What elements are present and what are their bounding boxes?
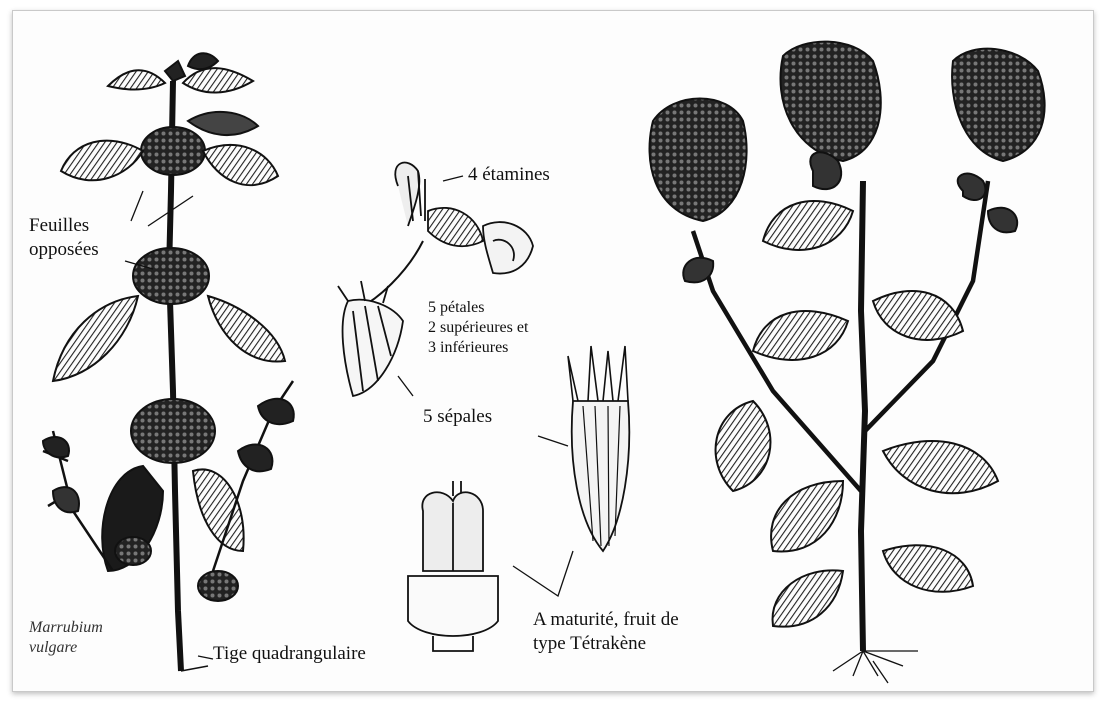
flower-detail: [338, 163, 533, 396]
right-plant: [650, 42, 1045, 683]
label-sepales: 5 sépales: [423, 406, 492, 428]
label-species-line1: Marrubium: [29, 619, 103, 637]
calyx-detail: [538, 346, 629, 551]
botanical-drawing: [13, 11, 1093, 691]
label-fruit-line2: type Tétrakène: [533, 633, 646, 655]
label-petales-line2: 2 supérieures et: [428, 319, 528, 337]
label-tige: Tige quadrangulaire: [213, 643, 366, 665]
marrubium-plant: [43, 53, 294, 671]
label-fruit-line1: A maturité, fruit de: [533, 609, 679, 631]
label-petales-line3: 3 inférieures: [428, 339, 508, 357]
illustration-frame: Feuilles opposées 4 étamines 5 pétales 2…: [12, 10, 1094, 692]
label-species-line2: vulgare: [29, 639, 77, 657]
label-petales-line1: 5 pétales: [428, 299, 484, 317]
label-feuilles-line1: Feuilles: [29, 215, 89, 237]
label-feuilles-line2: opposées: [29, 239, 99, 261]
label-etamines: 4 étamines: [468, 164, 550, 186]
